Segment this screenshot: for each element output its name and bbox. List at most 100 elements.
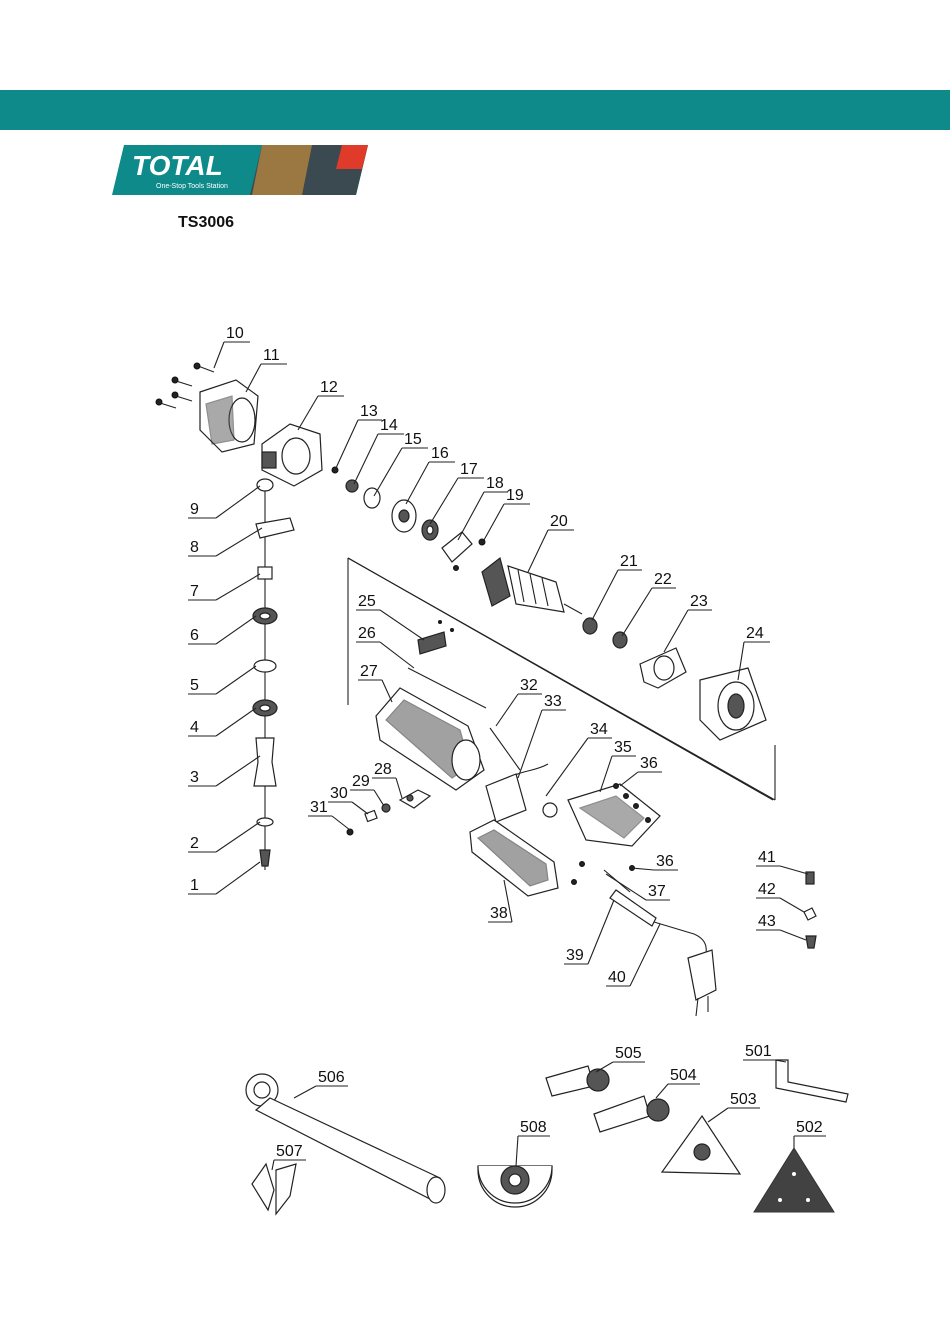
part-503-sanding-pad [662, 1116, 740, 1174]
callout-leader-27 [382, 680, 392, 702]
part-14 [346, 480, 358, 492]
callout-label-41: 41 [758, 849, 776, 866]
callout-leader-28 [396, 778, 402, 798]
callout-leader-5 [216, 666, 256, 694]
spindle-assembly [253, 479, 294, 870]
callout-label-2: 2 [190, 835, 199, 852]
part-20-armature [482, 558, 582, 614]
callout-leader-506 [294, 1086, 316, 1098]
callout-leader-503 [708, 1108, 728, 1122]
callout-label-503: 503 [730, 1091, 757, 1108]
part-502-sanding-paper [754, 1148, 834, 1212]
callout-label-15: 15 [404, 431, 422, 448]
callout-leader-507 [272, 1160, 274, 1170]
callout-leader-26 [380, 642, 414, 668]
callout-leader-23 [664, 610, 688, 652]
callout-label-32: 32 [520, 677, 538, 694]
part-16-flange [392, 500, 416, 532]
callout-label-508: 508 [520, 1119, 547, 1136]
part-15 [364, 488, 380, 508]
callout-leader-30 [352, 802, 368, 814]
callout-label-36: 36 [656, 853, 674, 870]
callout-label-34: 34 [590, 721, 608, 738]
callout-label-501: 501 [745, 1043, 772, 1060]
callout-leader-1 [216, 862, 260, 894]
callout-leader-508 [516, 1136, 518, 1166]
callout-leader-14 [354, 434, 378, 484]
callout-leader-2 [216, 822, 260, 852]
callout-leader-31 [332, 816, 350, 830]
callout-leader-36 [620, 772, 638, 786]
callout-label-43: 43 [758, 913, 776, 930]
callout-leader-22 [622, 588, 652, 636]
callout-leader-34 [546, 738, 588, 796]
callout-leader-15 [374, 448, 402, 496]
callout-label-13: 13 [360, 403, 378, 420]
callout-leader-36 [632, 868, 654, 870]
part-23-baffle [640, 648, 686, 688]
callout-label-8: 8 [190, 539, 199, 556]
callout-label-502: 502 [796, 1119, 823, 1136]
callout-label-28: 28 [374, 761, 392, 778]
callout-label-35: 35 [614, 739, 632, 756]
callout-label-18: 18 [486, 475, 504, 492]
callout-label-42: 42 [758, 881, 776, 898]
part-508-saw-blade [478, 1166, 552, 1207]
callout-leader-21 [592, 570, 618, 620]
callout-label-33: 33 [544, 693, 562, 710]
callout-label-5: 5 [190, 677, 199, 694]
callout-label-21: 21 [620, 553, 638, 570]
callout-leader-4 [216, 708, 256, 736]
callout-leader-18 [458, 492, 484, 540]
callout-leader-16 [406, 462, 429, 504]
callout-label-4: 4 [190, 719, 199, 736]
part-35-handle-half [568, 784, 660, 846]
callout-label-39: 39 [566, 947, 584, 964]
callout-leader-39 [588, 900, 614, 964]
callout-label-506: 506 [318, 1069, 345, 1086]
callout-label-20: 20 [550, 513, 568, 530]
part-12-cover [262, 424, 322, 486]
callout-leader-25 [380, 610, 424, 640]
callout-label-6: 6 [190, 627, 199, 644]
callout-leader-19 [484, 504, 504, 540]
callout-label-3: 3 [190, 769, 199, 786]
callout-leader-8 [216, 528, 262, 556]
callout-leader-41 [780, 866, 808, 874]
callout-label-1: 1 [190, 877, 199, 894]
part-32-33-wires [490, 728, 548, 780]
part-13 [332, 467, 338, 473]
callout-label-24: 24 [746, 625, 764, 642]
callout-label-12: 12 [320, 379, 338, 396]
callout-label-30: 30 [330, 785, 348, 802]
callout-label-19: 19 [506, 487, 524, 504]
callout-leader-17 [430, 478, 458, 524]
part-28-switch [400, 790, 430, 808]
part-30 [365, 811, 377, 822]
callout-leader-29 [374, 790, 384, 806]
part-39-40-power-cord [610, 890, 716, 1016]
callout-label-25: 25 [358, 593, 376, 610]
part-11-gear-housing [200, 380, 258, 452]
callout-leader-42 [780, 898, 804, 912]
callout-label-11: 11 [263, 347, 280, 364]
callout-label-31: 31 [310, 799, 328, 816]
callout-label-38: 38 [490, 905, 508, 922]
part-22-bearing [613, 632, 627, 648]
part-507-clip [252, 1164, 296, 1214]
callout-leader-12 [298, 396, 318, 430]
part-27-motor-housing [376, 688, 484, 790]
callout-leader-11 [246, 364, 261, 392]
callout-leader-32 [496, 694, 518, 726]
callout-label-16: 16 [431, 445, 449, 462]
callout-label-27: 27 [360, 663, 378, 680]
part-36-37-cord-clamp [572, 862, 635, 893]
callout-label-40: 40 [608, 969, 626, 986]
callout-leader-9 [216, 486, 260, 518]
callout-leader-20 [528, 530, 548, 572]
callout-label-23: 23 [690, 593, 708, 610]
callout-label-17: 17 [460, 461, 478, 478]
callout-label-26: 26 [358, 625, 376, 642]
part-21-bearing [583, 618, 597, 634]
